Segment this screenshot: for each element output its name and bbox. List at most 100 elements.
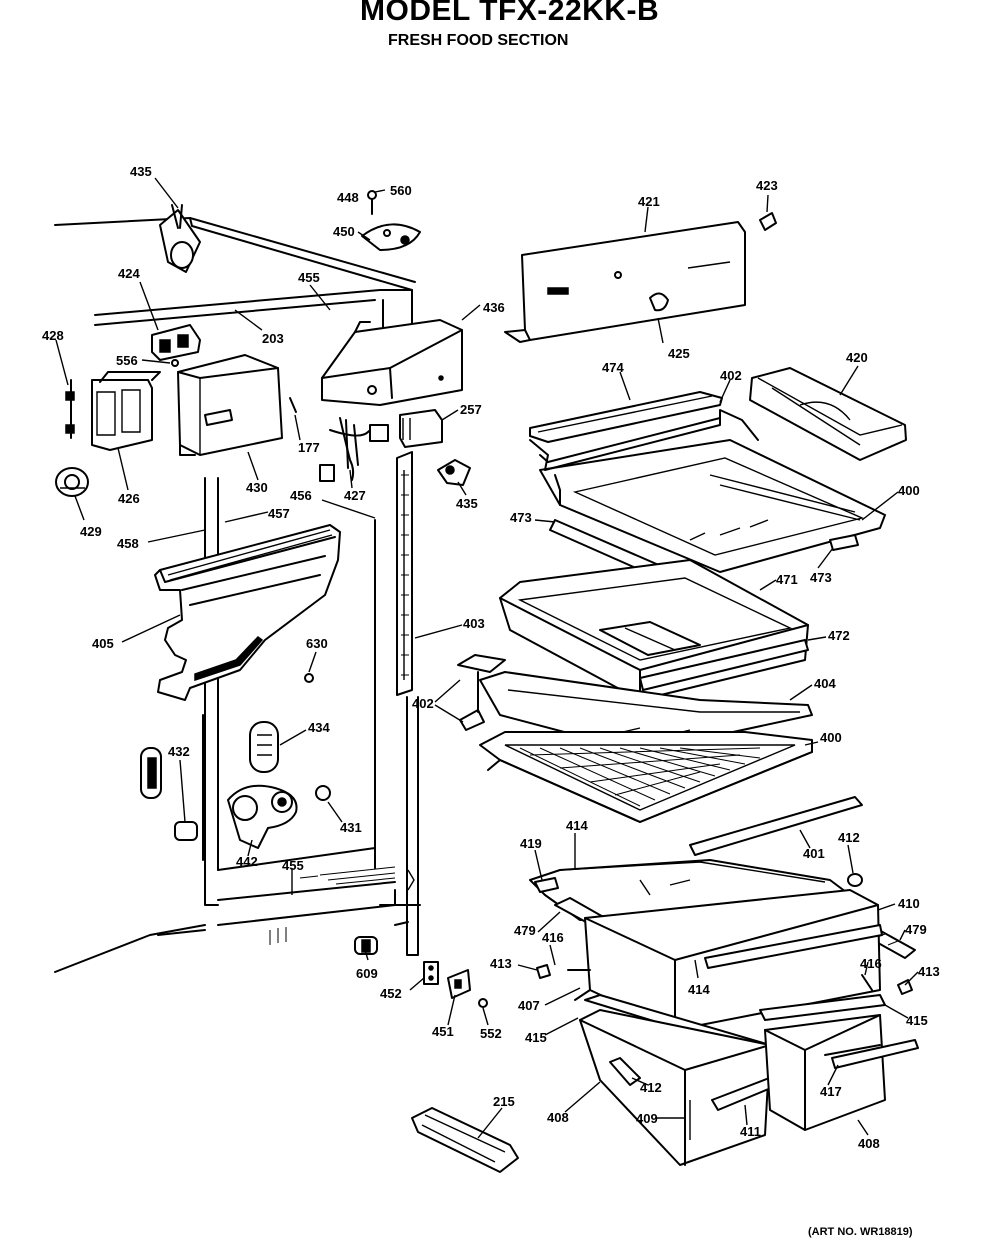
part-410-drawer [574,889,883,1031]
part-472-drawer [499,559,809,701]
callout: 552 [480,1026,502,1041]
callout: 404 [814,676,836,691]
callout: 413 [490,956,512,971]
callout: 455 [282,858,304,873]
callout: 407 [518,998,540,1013]
callout: 414 [566,818,588,833]
part-435-socket-2 [437,459,471,486]
callout: 402 [412,696,434,711]
part-442-control [227,784,298,849]
callout: 412 [838,830,860,845]
callout: 432 [168,744,190,759]
part-177-pin [289,397,297,413]
part-552-screw [478,998,488,1008]
part-426-box [91,371,161,451]
part-427-wiring [319,417,389,482]
callout: 457 [268,506,290,521]
callout: 458 [117,536,139,551]
part-403-rail [394,451,419,956]
part-431-knob [315,785,331,801]
callout: 471 [776,572,798,587]
part-474-strip [529,391,723,443]
part-400-top-shelf [529,409,886,573]
callout: 456 [290,488,312,503]
callout: 408 [858,1136,880,1151]
callout: 417 [820,1084,842,1099]
callout-labels: 435 448 560 450 424 455 436 421 423 428 … [42,164,940,1151]
callout: 420 [846,350,868,365]
callout: 430 [246,480,268,495]
callout: 419 [520,836,542,851]
callout: 416 [860,956,882,971]
part-429-control [55,467,89,497]
callout: 431 [340,820,362,835]
callout: 479 [514,923,536,938]
art-number: (ART NO. WR18819) [808,1226,913,1238]
part-414-crisper-cover [529,859,851,921]
callout: 401 [803,846,825,861]
callout: 177 [298,440,320,455]
callout: 474 [602,360,624,375]
part-430-housing [177,354,283,456]
part-473-clip [829,534,859,551]
callout: 434 [308,720,330,735]
callout: 411 [740,1124,761,1139]
callout: 400 [820,730,842,745]
callout: 435 [130,164,152,179]
part-424-switch [151,324,201,361]
part-413-clip-left [536,964,551,979]
part-423-bulb [759,212,777,231]
callout: 257 [460,402,482,417]
callout: 429 [80,524,102,539]
model-title: MODEL TFX-22KK-B [360,0,660,27]
part-436-housing [321,319,463,406]
part-452-bracket [423,961,439,985]
callout: 428 [42,328,64,343]
callout: 415 [525,1030,547,1045]
callout: 473 [810,570,832,585]
callout: 405 [92,636,114,651]
callout: 630 [306,636,328,651]
callout: 609 [356,966,378,981]
callout: 414 [688,982,710,997]
callout: 452 [380,986,402,1001]
part-630 [304,673,314,683]
callout: 427 [344,488,366,503]
callout: 421 [638,194,660,209]
callout: 215 [493,1094,515,1109]
callout: 450 [333,224,355,239]
callout: 479 [905,922,927,937]
callout: 400 [898,483,920,498]
callout: 413 [918,964,940,979]
part-450-bracket [361,190,421,251]
part-257-block [399,409,443,448]
part-451-bracket [447,969,471,999]
part-428-bracket [65,379,75,439]
callout: 409 [636,1111,658,1126]
callout: 408 [547,1110,569,1125]
part-408-drawer-right [764,1014,919,1131]
callout: 410 [898,896,920,911]
callout: 415 [906,1013,928,1028]
part-435-socket [159,204,201,273]
callout: 423 [756,178,778,193]
callout: 435 [456,496,478,511]
callout: 451 [432,1024,454,1039]
callout: 203 [262,331,284,346]
callout: 473 [510,510,532,525]
part-402-bracket [457,654,506,731]
callout: 556 [116,353,138,368]
part-434-lens [249,721,279,773]
part-420-tray [749,367,907,461]
part-400-wire-shelf [479,731,813,823]
part-401-strip [689,796,863,856]
part-556-screw [171,359,179,367]
callout: 472 [828,628,850,643]
callout: 455 [298,270,320,285]
callout: 412 [640,1080,662,1095]
callout: 402 [720,368,742,383]
part-421-panel [504,221,746,343]
callout: 442 [236,854,258,869]
callout: 448 [337,190,359,205]
